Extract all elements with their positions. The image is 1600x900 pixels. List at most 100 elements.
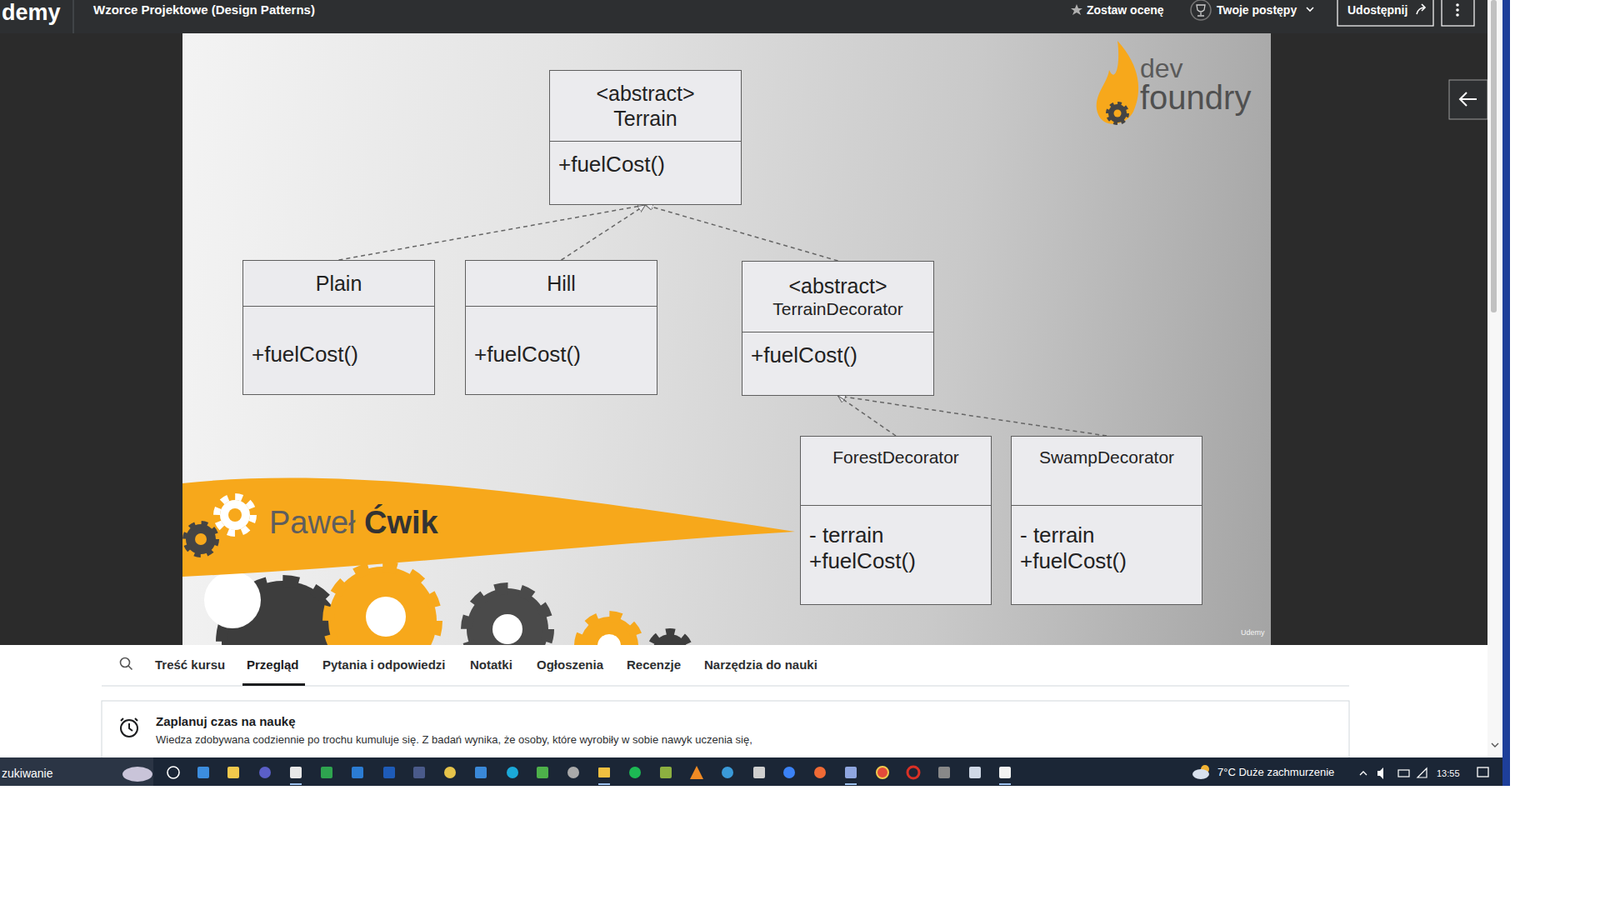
taskbar-search bbox=[0, 757, 154, 786]
taskbar-icon bbox=[660, 766, 672, 779]
active-tab-underline bbox=[242, 683, 305, 686]
uml-class-box: SwampDecorator - terrain+fuelCost() bbox=[1010, 435, 1203, 605]
realization-connector bbox=[838, 395, 897, 436]
class-body: +fuelCost() bbox=[550, 141, 741, 205]
gear-teeth bbox=[580, 616, 639, 645]
realization-connector bbox=[339, 205, 646, 260]
uml-class-box: Plain +fuelCost() bbox=[242, 260, 435, 395]
class-body: +fuelCost() bbox=[243, 306, 435, 395]
class-member: +fuelCost() bbox=[1020, 548, 1127, 575]
class-body: +fuelCost() bbox=[465, 306, 657, 395]
gear bbox=[466, 588, 549, 645]
author-name: Ćwik bbox=[364, 505, 439, 542]
taskbar-icon bbox=[753, 766, 765, 779]
class-name: ForestDecorator bbox=[832, 446, 960, 468]
search-illustration bbox=[122, 766, 153, 782]
menu-dot bbox=[1455, 8, 1460, 12]
star-icon bbox=[1070, 4, 1083, 15]
trophy-icon bbox=[1196, 5, 1205, 16]
site-logo: demy bbox=[1, 0, 61, 26]
class-member: +fuelCost() bbox=[558, 151, 665, 178]
gear-teeth bbox=[328, 566, 437, 645]
tray-icon bbox=[1417, 768, 1427, 778]
class-member: +fuelCost() bbox=[750, 342, 858, 369]
class-name: SwampDecorator bbox=[1039, 446, 1175, 468]
gear-body bbox=[1108, 104, 1127, 123]
taskbar-icon bbox=[536, 766, 549, 779]
class-body: - terrain+fuelCost() bbox=[800, 505, 991, 605]
clock-icon bbox=[120, 718, 138, 731]
class-header: Plain bbox=[243, 260, 435, 307]
white-circle bbox=[204, 571, 261, 629]
gear-hole bbox=[492, 614, 523, 645]
gear-hole bbox=[597, 634, 621, 645]
uml-class-box: ForestDecorator - terrain+fuelCost() bbox=[800, 435, 992, 605]
taskbar-icon bbox=[290, 766, 302, 779]
class-member: +fuelCost() bbox=[251, 341, 359, 368]
banner-swoosh bbox=[182, 478, 795, 577]
tray-icon bbox=[1398, 770, 1410, 777]
scrollbar-track bbox=[1487, 0, 1503, 758]
class-body: - terrain+fuelCost() bbox=[1011, 505, 1202, 605]
taskbar-icon bbox=[227, 766, 240, 779]
tab: Recenzje bbox=[626, 657, 681, 672]
share-icon bbox=[1416, 4, 1425, 15]
taskbar-icon bbox=[351, 766, 364, 779]
gear-hole bbox=[228, 508, 242, 522]
gear-body bbox=[220, 500, 250, 530]
menu-dot bbox=[1455, 13, 1460, 17]
taskbar-icon bbox=[999, 766, 1011, 779]
watermark: Udemy bbox=[1240, 628, 1265, 637]
course-title: Wzorce Projektowe (Design Patterns) bbox=[93, 2, 315, 17]
progress-link: Twoje postępy bbox=[1216, 3, 1297, 17]
gear-teeth bbox=[1108, 104, 1127, 123]
gear-body bbox=[216, 496, 254, 534]
search-icon bbox=[128, 665, 133, 670]
gear-body bbox=[328, 566, 437, 645]
uml-class-box: Hill+fuelCost() bbox=[465, 260, 658, 395]
taskbar-icon bbox=[413, 766, 425, 779]
gear-hole bbox=[195, 533, 207, 545]
tab: Notatki bbox=[470, 657, 513, 672]
taskbar-icon bbox=[969, 766, 981, 779]
class-header: ForestDecorator bbox=[800, 436, 991, 506]
taskbar-icon bbox=[907, 766, 920, 779]
tab: Narzędzia do nauki bbox=[704, 657, 818, 672]
arrow-icon bbox=[1460, 92, 1477, 106]
taskbar-icon bbox=[444, 766, 456, 779]
gear-body bbox=[580, 616, 639, 645]
tab: Pytania i odpowiedzi bbox=[322, 657, 446, 672]
clock-text: 13:55 bbox=[1436, 768, 1460, 780]
gear-body bbox=[185, 524, 216, 555]
logo-text: foundry bbox=[1140, 78, 1251, 117]
progress-ring bbox=[1190, 0, 1211, 20]
gear-teeth bbox=[216, 496, 254, 534]
class-member: +fuelCost() bbox=[474, 341, 581, 368]
gear-teeth bbox=[652, 634, 688, 645]
taskbar-icon bbox=[506, 766, 519, 779]
class-body: +fuelCost() bbox=[742, 332, 934, 395]
menu-dot bbox=[1455, 3, 1460, 7]
taskbar-icon bbox=[876, 766, 889, 779]
class-name: Terrain bbox=[613, 105, 677, 131]
taskbar-icon bbox=[567, 766, 580, 779]
window-border bbox=[1502, 0, 1510, 786]
logo-gear bbox=[1108, 104, 1127, 123]
taskbar-icon bbox=[197, 766, 210, 779]
class-name: <abstract> bbox=[788, 273, 887, 299]
tray-icon bbox=[1377, 767, 1384, 780]
menu-button bbox=[1441, 0, 1475, 26]
notification-icon bbox=[1477, 767, 1489, 777]
gear bbox=[652, 634, 688, 645]
scroll-arrow bbox=[1491, 743, 1499, 747]
weather-icon bbox=[1192, 769, 1210, 780]
uml-class-box: <abstract>TerrainDecorator +fuelCost() bbox=[741, 260, 935, 396]
taskbar-icon bbox=[721, 766, 734, 779]
taskbar-icon bbox=[475, 766, 487, 779]
gear-teeth bbox=[466, 588, 549, 645]
class-header: <abstract>TerrainDecorator bbox=[742, 261, 934, 333]
running-indicator bbox=[999, 783, 1011, 785]
top-bar bbox=[0, 0, 1503, 34]
taskbar-icon bbox=[167, 766, 180, 779]
search-icon bbox=[120, 658, 130, 668]
